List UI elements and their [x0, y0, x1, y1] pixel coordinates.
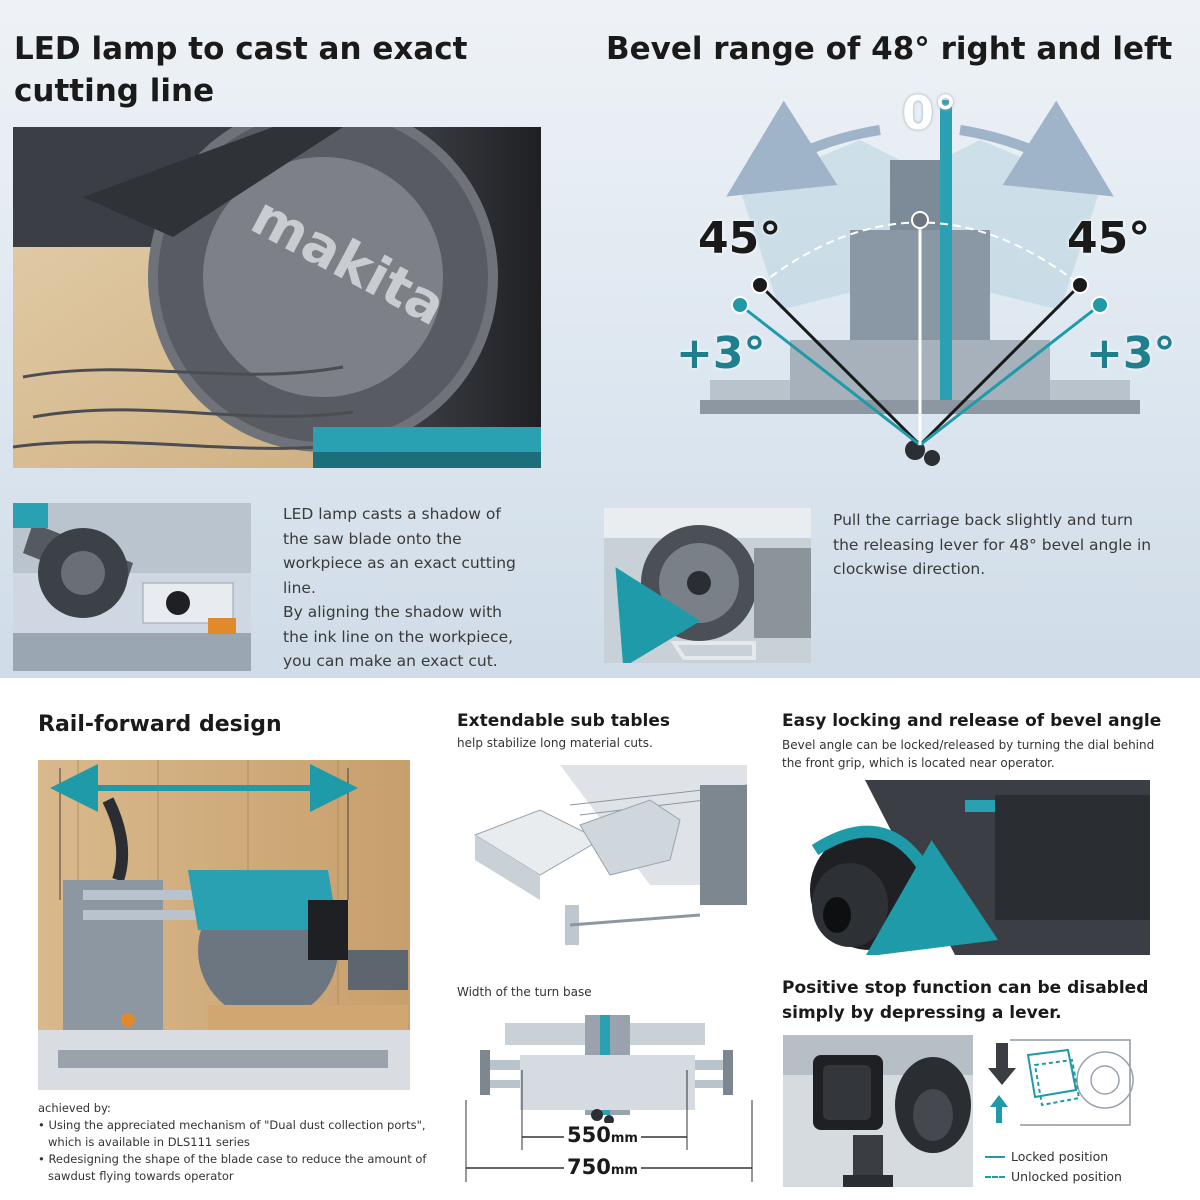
led-title-line1: LED lamp to cast an exact — [14, 31, 468, 67]
rail-forward-title: Rail-forward design — [38, 712, 282, 737]
sub-tables-title: Extendable sub tables — [457, 711, 670, 731]
dim-750-unit: mm — [610, 1163, 638, 1178]
bevel-lock-desc-line: Bevel angle can be locked/released by tu… — [782, 738, 1155, 752]
bevel-desc-line: clockwise direction. — [833, 560, 986, 578]
led-title-line2: cutting line — [14, 73, 215, 109]
bevel-desc-line: the releasing lever for 48° bevel angle … — [833, 535, 1152, 554]
positive-stop-diagram — [980, 1035, 1135, 1130]
led-desc-line: LED lamp casts a shadow of — [283, 505, 501, 523]
achieved-by-label: achieved by: — [38, 1101, 111, 1115]
turn-base-caption: Width of the turn base — [457, 985, 592, 999]
dim-550-value: 550 — [567, 1123, 611, 1147]
bevel-range-diagram — [640, 80, 1200, 480]
rail-bullet-item: Using the appreciated mechanism of "Dual… — [38, 1117, 428, 1151]
led-desc-line: workpiece as an exact cutting — [283, 554, 516, 572]
positive-stop-title: Positive stop function can be disabled s… — [782, 976, 1148, 1026]
bevel-lock-title: Easy locking and release of bevel angle — [782, 711, 1162, 731]
dim-750-value: 750 — [567, 1155, 611, 1179]
bevel-description: Pull the carriage back slightly and turn… — [833, 508, 1183, 582]
turn-base-dimension-750: 750mm — [564, 1155, 641, 1179]
led-desc-line: you can make an exact cut. — [283, 652, 498, 670]
left-plus3-label: +3° — [676, 328, 766, 379]
solid-line-icon — [985, 1155, 1005, 1158]
rail-bullet-item: Redesigning the shape of the blade case … — [38, 1151, 428, 1185]
sub-tables-photo — [470, 765, 747, 955]
sub-tables-subtitle: help stabilize long material cuts. — [457, 736, 653, 750]
right-plus3-label: +3° — [1086, 328, 1176, 379]
positive-stop-photo — [783, 1035, 973, 1187]
bevel-range-title: Bevel range of 48° right and left — [606, 31, 1173, 67]
led-cutting-photo: makita — [13, 127, 541, 468]
dim-550-unit: mm — [610, 1131, 638, 1146]
dashed-line-icon — [985, 1175, 1005, 1178]
bevel-desc-line: Pull the carriage back slightly and turn — [833, 511, 1133, 529]
led-desc-line: line. — [283, 578, 316, 597]
bevel-lever-photo — [604, 508, 811, 663]
left-45-label: 45° — [698, 213, 782, 264]
bevel-dial-photo — [775, 780, 1150, 955]
rail-bullet-list: Using the appreciated mechanism of "Dual… — [38, 1117, 428, 1185]
led-lamp-closeup-photo — [13, 503, 251, 671]
led-desc-line: the ink line on the workpiece, — [283, 627, 514, 646]
right-45-label: 45° — [1067, 213, 1151, 264]
rail-forward-photo — [38, 760, 410, 1090]
bevel-lock-description: Bevel angle can be locked/released by tu… — [782, 736, 1154, 772]
rail-forward-notes: achieved by: Using the appreciated mecha… — [38, 1100, 428, 1185]
led-section-title: LED lamp to cast an exact cutting line — [14, 28, 467, 112]
bevel-lock-desc-line: the front grip, which is located near op… — [782, 756, 1055, 770]
turn-base-photo — [465, 1015, 750, 1130]
zero-degree-label: 0° — [902, 86, 958, 140]
legend-unlocked-label: Unlocked position — [1011, 1169, 1122, 1184]
led-desc-line: the saw blade onto the — [283, 529, 462, 548]
legend-unlocked: Unlocked position — [985, 1169, 1122, 1184]
led-description: LED lamp casts a shadow of the saw blade… — [283, 502, 553, 674]
positive-stop-title-line1: Positive stop function can be disabled — [782, 978, 1149, 998]
legend-locked-label: Locked position — [1011, 1149, 1109, 1164]
led-desc-line: By aligning the shadow with — [283, 603, 502, 621]
positive-stop-title-line2: simply by depressing a lever. — [782, 1003, 1062, 1023]
legend-locked: Locked position — [985, 1149, 1108, 1164]
turn-base-dimension-550: 550mm — [564, 1123, 641, 1147]
